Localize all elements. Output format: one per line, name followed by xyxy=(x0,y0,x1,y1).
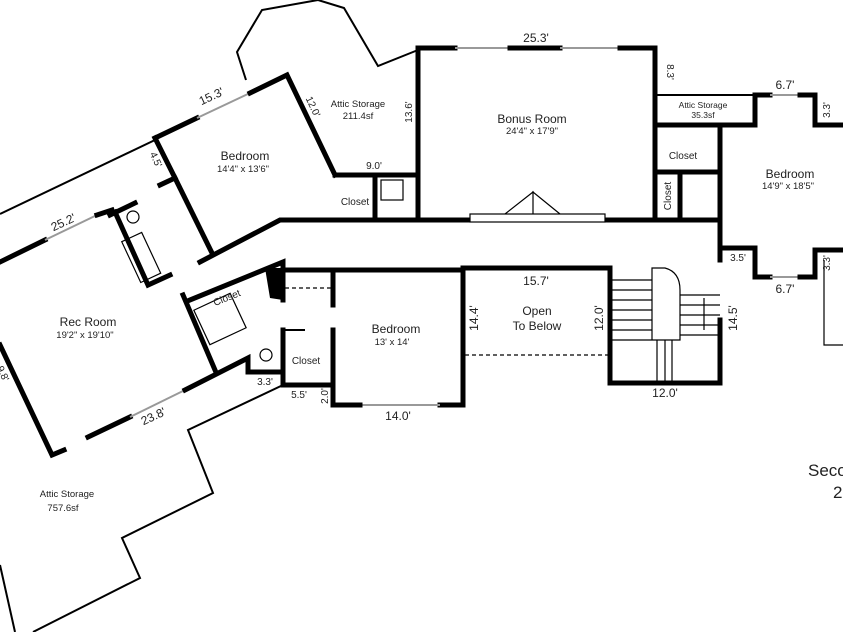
wall-bedroom-s-2 xyxy=(330,327,363,408)
wall-rec-top-2 xyxy=(93,206,116,219)
wall-bonus-right xyxy=(617,45,658,223)
wall-bonus xyxy=(415,45,458,223)
wall-bedroom-nw-2 xyxy=(246,71,339,179)
water-heater-icon xyxy=(380,179,404,201)
room-dims: 14'9" x 18'5" xyxy=(762,181,814,192)
dimension-label: 5.5' xyxy=(291,390,307,401)
wall-rec-bottom xyxy=(84,413,134,441)
room-dims: 24'4" x 17'9" xyxy=(506,126,558,137)
wall-bath-2 xyxy=(171,174,216,257)
wall-bedroom-e-top xyxy=(797,92,843,128)
wall-east-lower xyxy=(823,260,843,346)
french-door-icon xyxy=(504,190,561,215)
wall-bedroom-s xyxy=(280,267,466,408)
wall-bath-left xyxy=(111,208,174,289)
dimension-label: 23.8' xyxy=(139,405,168,429)
dimension-label: 14.0' xyxy=(385,409,411,423)
dimension-label: 15.7' xyxy=(523,274,549,288)
window xyxy=(44,214,98,241)
closet-label: Closet xyxy=(669,151,698,162)
room-name: Bonus Room xyxy=(497,112,566,126)
dimension-label: 6.7' xyxy=(776,282,795,296)
room-name: Rec Room xyxy=(60,315,117,329)
outer-wall-thin xyxy=(0,139,156,215)
attic-large-outline xyxy=(32,384,284,632)
attic-top-outline xyxy=(235,0,419,81)
dimension-label: 25.3' xyxy=(523,31,549,45)
bonus-doorway[interactable] xyxy=(469,213,606,223)
dimension-label: 3.3' xyxy=(822,102,833,118)
dimension-label: 15.3' xyxy=(197,85,226,109)
dimension-label: 3.5' xyxy=(730,253,746,264)
wall-rec-right xyxy=(179,291,219,374)
dimension-label: 14.5' xyxy=(726,305,740,331)
open-to-below-label: Open xyxy=(522,304,551,318)
dimension-label: 6.7' xyxy=(776,78,795,92)
dimension-label: 12.0' xyxy=(652,386,678,400)
room-dims: 19'2" x 19'10" xyxy=(56,330,113,341)
dimension-label: 13.6' xyxy=(404,101,415,122)
floor-title: Seco xyxy=(808,461,843,480)
closet-label: Closet xyxy=(292,356,321,367)
wall-bedroom-e-bottom xyxy=(717,245,773,280)
dimension-label: 4.5' xyxy=(147,150,164,169)
room-dims: 14'4" x 13'6" xyxy=(217,164,269,175)
room-name: Attic Storage xyxy=(679,100,728,110)
staircase-icon xyxy=(612,267,720,383)
room-name: Bedroom xyxy=(372,322,421,336)
dimension-label: 2.0' xyxy=(320,388,331,404)
shower-icon xyxy=(193,292,247,346)
open-to-below-label: To Below xyxy=(513,319,562,333)
dimension-label: 12.0' xyxy=(592,305,606,331)
wall-bedroom-e-bottom-2 xyxy=(797,247,843,280)
dimension-label: 3.3' xyxy=(257,377,273,388)
room-name: Attic Storage xyxy=(331,99,385,110)
dimension-label: 9.8' xyxy=(0,364,11,383)
wall-rec-top xyxy=(0,236,49,265)
chimney xyxy=(265,268,283,300)
dimension-label: 8.3' xyxy=(664,64,675,80)
floor-subtitle: 2 xyxy=(833,483,842,502)
window xyxy=(196,92,251,119)
dimension-label: 25.2' xyxy=(49,211,78,235)
closet-label: Closet xyxy=(212,288,243,309)
dimension-label: 14.4' xyxy=(467,305,481,331)
closet-label: Closet xyxy=(341,197,370,208)
dimension-label: 12.0' xyxy=(303,95,322,119)
attic-large-left xyxy=(0,564,16,632)
room-area: 35.3sf xyxy=(691,110,715,120)
wall-bedroom-nw xyxy=(151,114,201,142)
window xyxy=(129,389,186,418)
wall-closet-s xyxy=(280,327,336,388)
room-area: 757.6sf xyxy=(47,503,79,514)
wall-rec-left xyxy=(0,341,68,459)
toilet-icon xyxy=(259,348,273,362)
closet-label: Closet xyxy=(663,182,674,211)
wall-attic-small-b xyxy=(652,92,773,128)
bathtub-icon xyxy=(120,231,162,284)
room-name: Bedroom xyxy=(766,167,815,181)
room-area: 211.4sf xyxy=(343,111,374,122)
room-name: Bedroom xyxy=(221,149,270,163)
room-dims: 13' x 14' xyxy=(375,337,410,348)
dimension-label: 9.0' xyxy=(366,161,382,172)
toilet-icon xyxy=(126,210,140,224)
room-name: Attic Storage xyxy=(40,489,94,500)
dimension-label: 3.3' xyxy=(822,255,833,271)
